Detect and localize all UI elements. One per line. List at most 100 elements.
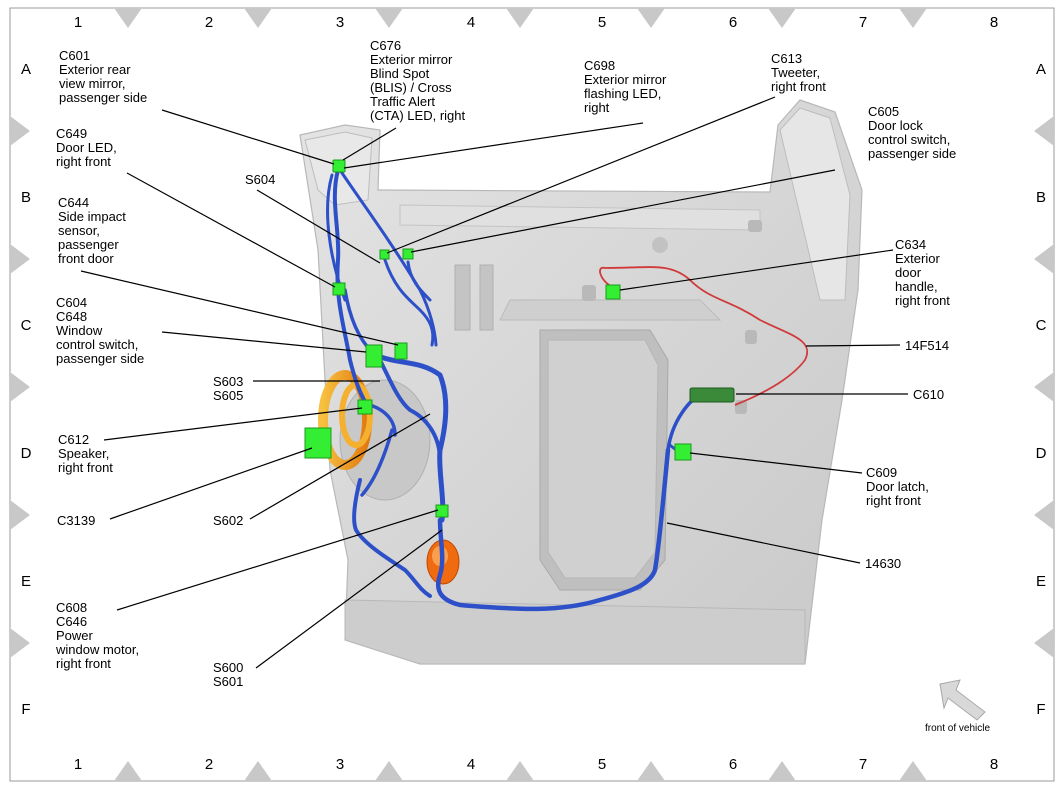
grid-row-label: F — [21, 701, 30, 718]
callout-line: control switch, — [868, 132, 950, 147]
callout-line: right front — [56, 656, 111, 671]
callout-c610: C610 — [913, 387, 944, 402]
connector-c609 — [674, 443, 692, 461]
callout-line: window motor, — [55, 642, 139, 657]
callout-c698: C698 Exterior mirror flashing LED, right — [584, 58, 667, 115]
callout-line: Exterior mirror — [370, 52, 453, 67]
callout-line: door — [895, 265, 922, 280]
callout-line: handle, — [895, 279, 938, 294]
grid-row-label: C — [1036, 317, 1047, 334]
grid-column-labels-bottom: 1 2 3 4 5 6 7 8 — [74, 756, 998, 773]
callout-line: passenger — [58, 237, 119, 252]
grid-col-label: 4 — [467, 756, 475, 773]
grid-col-label: 2 — [205, 14, 213, 31]
callout-c3139: C3139 — [57, 513, 95, 528]
callout-line: C649 — [56, 126, 87, 141]
callout-line: C648 — [56, 309, 87, 324]
callout-line: C608 — [56, 600, 87, 615]
callout-line: C698 — [584, 58, 615, 73]
connector-c601-c676 — [332, 159, 346, 173]
callout-line: Door latch, — [866, 479, 929, 494]
front-of-vehicle-indicator: front of vehicle — [925, 679, 990, 734]
callout-c604: C604 C648 Window control switch, passeng… — [56, 295, 144, 366]
grid-col-label: 7 — [859, 14, 867, 31]
callout-line: C609 — [866, 465, 897, 480]
callout-line: S602 — [213, 513, 243, 528]
callout-line: S604 — [245, 172, 275, 187]
callout-s600: S600 S601 — [213, 660, 243, 689]
callout-s603: S603 S605 — [213, 374, 243, 403]
callout-line: S601 — [213, 674, 243, 689]
callout-c649: C649 Door LED, right front — [56, 126, 117, 169]
callout-line: 14F514 — [905, 338, 949, 353]
callout-line: right front — [866, 493, 921, 508]
callout-c676: C676 Exterior mirror Blind Spot (BLIS) /… — [370, 38, 465, 123]
grid-markers — [10, 8, 1054, 781]
callout-line: C604 — [56, 295, 87, 310]
leader-lines — [80, 96, 908, 669]
grid-col-label: 3 — [336, 14, 344, 31]
connector-c608-c646 — [435, 504, 449, 518]
callout-line: view mirror, — [59, 76, 125, 91]
callout-line: (CTA) LED, right — [370, 108, 465, 123]
callout-line: passenger side — [59, 90, 147, 105]
callout-c613: C613 Tweeter, right front — [771, 51, 826, 94]
connector-c612 — [357, 399, 373, 415]
callout-c608: C608 C646 Power window motor, right fron… — [55, 600, 139, 671]
grid-row-label: F — [1036, 701, 1045, 718]
grid-row-labels-left: A B C D E F — [21, 61, 32, 718]
grid-row-label: E — [1036, 573, 1046, 590]
grid-row-label: A — [21, 61, 31, 78]
grid-row-label: D — [1036, 445, 1047, 462]
callout-14f514: 14F514 — [905, 338, 949, 353]
callout-line: Blind Spot — [370, 66, 430, 81]
callout-line: S605 — [213, 388, 243, 403]
callout-line: 14630 — [865, 556, 901, 571]
harness-14f514 — [599, 266, 808, 406]
callout-line: C3139 — [57, 513, 95, 528]
connector-c644 — [394, 342, 408, 360]
callout-line: C612 — [58, 432, 89, 447]
callout-line: Side impact — [58, 209, 126, 224]
grid-col-label: 3 — [336, 756, 344, 773]
callout-c605: C605 Door lock control switch, passenger… — [868, 104, 956, 161]
callout-line: right front — [58, 460, 113, 475]
grid-col-label: 5 — [598, 756, 606, 773]
grid-col-label: 5 — [598, 14, 606, 31]
callout-line: Window — [56, 323, 103, 338]
callout-line: right front — [56, 154, 111, 169]
connector-c610 — [689, 387, 735, 403]
front-arrow-icon — [939, 679, 986, 721]
grid-row-label: A — [1036, 61, 1046, 78]
callout-line: right front — [895, 293, 950, 308]
callout-line: Door LED, — [56, 140, 117, 155]
callout-c634: C634 Exterior door handle, right front — [895, 237, 950, 308]
callout-line: S600 — [213, 660, 243, 675]
callout-line: C605 — [868, 104, 899, 119]
callout-line: C610 — [913, 387, 944, 402]
callout-line: C613 — [771, 51, 802, 66]
grid-row-label: C — [21, 317, 32, 334]
connector-c605 — [402, 248, 414, 260]
callout-c612: C612 Speaker, right front — [58, 432, 113, 475]
callout-line: passenger side — [56, 351, 144, 366]
callout-line: front door — [58, 251, 114, 266]
callout-c601: C601 Exterior rear view mirror, passenge… — [59, 48, 147, 105]
callout-line: Exterior rear — [59, 62, 131, 77]
callout-line: Door lock — [868, 118, 923, 133]
callout-line: C634 — [895, 237, 926, 252]
grid-col-label: 6 — [729, 14, 737, 31]
callout-line: S603 — [213, 374, 243, 389]
grid-row-label: D — [21, 445, 32, 462]
grid-row-labels-right: A B C D E F — [1036, 61, 1047, 718]
callout-line: Tweeter, — [771, 65, 820, 80]
callout-line: sensor, — [58, 223, 100, 238]
connectors — [304, 159, 735, 518]
callout-line: right front — [771, 79, 826, 94]
callout-s602: S602 — [213, 513, 243, 528]
callout-line: C601 — [59, 48, 90, 63]
callout-c609: C609 Door latch, right front — [866, 465, 929, 508]
grid-col-label: 2 — [205, 756, 213, 773]
front-of-vehicle-label: front of vehicle — [925, 723, 990, 734]
